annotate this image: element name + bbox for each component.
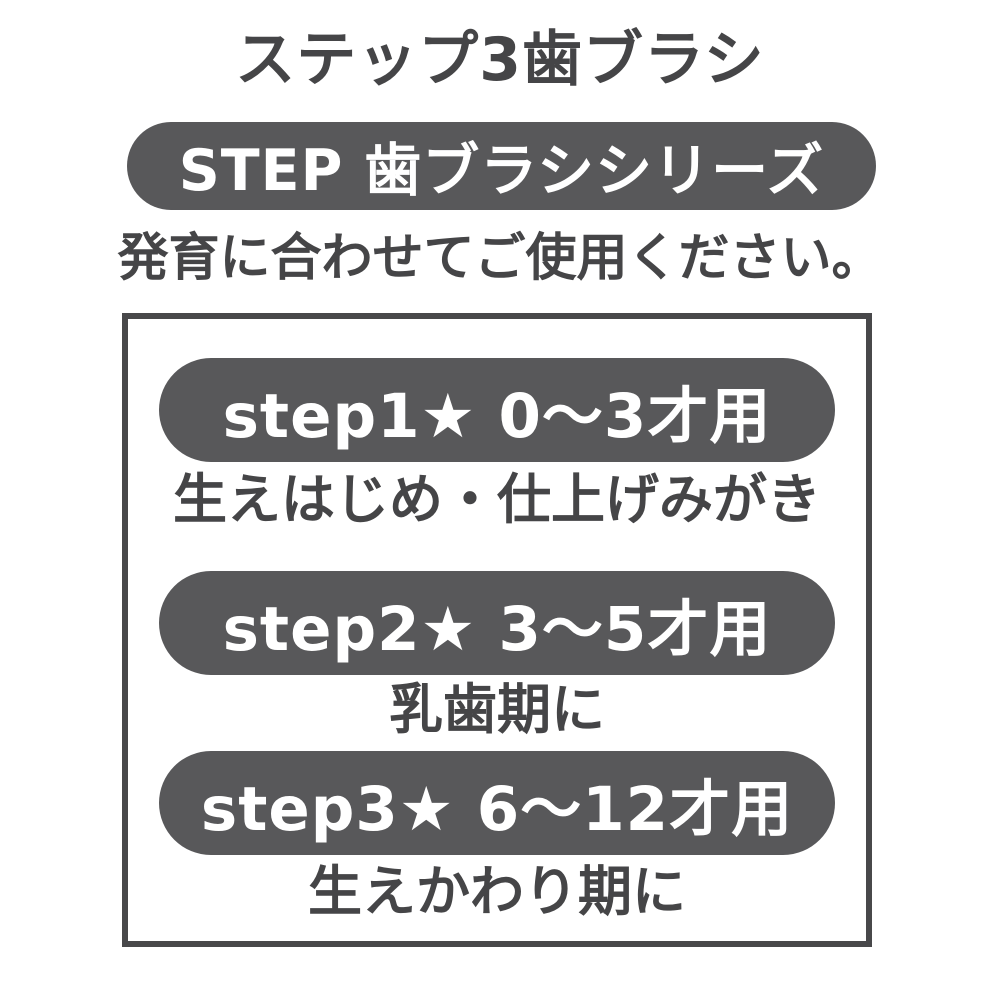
- page-title: ステップ3歯ブラシ: [235, 25, 765, 95]
- series-banner-label: STEP 歯ブラシシリーズ: [178, 138, 825, 204]
- series-banner-pill: STEP 歯ブラシシリーズ: [127, 122, 876, 210]
- step2-pill: step2★ 3〜5才用: [159, 571, 835, 675]
- step1-pill: step1★ 0〜3才用: [159, 358, 835, 462]
- step1-caption: 生えはじめ・仕上げみがき: [173, 468, 821, 531]
- step3-pill: step3★ 6〜12才用: [159, 751, 835, 855]
- step1-pill-label: step1★ 0〜3才用: [222, 380, 772, 452]
- step3-pill-label: step3★ 6〜12才用: [200, 773, 794, 845]
- steps-box: step1★ 0〜3才用 生えはじめ・仕上げみがき step2★ 3〜5才用 乳…: [122, 313, 872, 947]
- step2-pill-label: step2★ 3〜5才用: [222, 593, 772, 665]
- usage-note: 発育に合わせてご使用ください。: [117, 229, 883, 288]
- step3-caption: 生えかわり期に: [308, 860, 686, 923]
- step2-caption: 乳歯期に: [389, 678, 605, 741]
